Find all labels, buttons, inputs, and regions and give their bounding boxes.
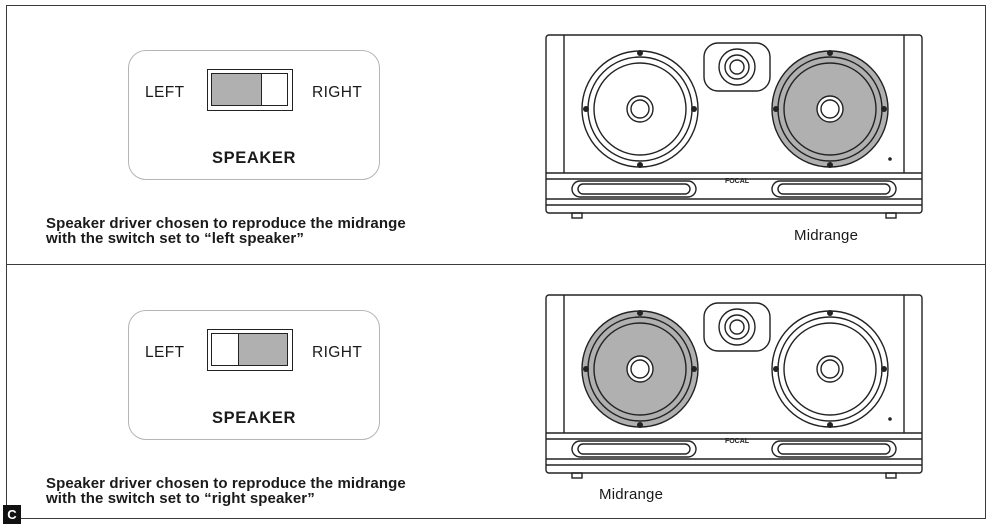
midrange-label: Midrange <box>794 227 859 244</box>
speaker-switch-diagram: LEFT RIGHT SPEAKER <box>128 50 380 180</box>
speaker-switch-diagram: LEFT RIGHT SPEAKER <box>128 310 380 440</box>
woofer-left <box>581 50 699 168</box>
switch-toggle <box>207 69 293 111</box>
switch-right-label: RIGHT <box>312 84 363 101</box>
woofer-left <box>581 310 699 428</box>
midrange-label: Midrange <box>599 486 664 503</box>
caption: Speaker driver chosen to reproduce the m… <box>46 476 406 506</box>
speaker-illustration: FOCAL <box>545 34 923 219</box>
woofer-right <box>771 50 889 168</box>
switch-left-label: LEFT <box>145 84 185 101</box>
switch-track <box>211 73 288 106</box>
caption-line-1: Speaker driver chosen to reproduce the m… <box>46 215 406 232</box>
switch-track <box>211 333 288 366</box>
switch-knob <box>238 334 287 365</box>
caption-line-2: with the switch set to “right speaker” <box>46 490 315 507</box>
woofer-right <box>771 310 889 428</box>
brand-logo: FOCAL <box>725 178 750 185</box>
speaker-illustration: FOCAL <box>545 294 923 479</box>
switch-title: SPEAKER <box>212 409 296 427</box>
caption-line-1: Speaker driver chosen to reproduce the m… <box>46 475 406 492</box>
switch-toggle <box>207 329 293 371</box>
brand-logo: FOCAL <box>725 438 750 445</box>
panel-right-speaker: LEFT RIGHT SPEAKER Speaker driver chosen… <box>6 265 986 524</box>
caption-line-2: with the switch set to “left speaker” <box>46 230 304 247</box>
panel-left-speaker: LEFT RIGHT SPEAKER Speaker driver chosen… <box>6 5 986 264</box>
section-badge: C <box>3 505 21 524</box>
switch-left-label: LEFT <box>145 344 185 361</box>
figure-frame <box>6 5 986 519</box>
switch-right-label: RIGHT <box>312 344 363 361</box>
panel-divider <box>6 264 986 265</box>
switch-knob <box>212 74 262 105</box>
switch-title: SPEAKER <box>212 149 296 167</box>
caption: Speaker driver chosen to reproduce the m… <box>46 216 406 246</box>
